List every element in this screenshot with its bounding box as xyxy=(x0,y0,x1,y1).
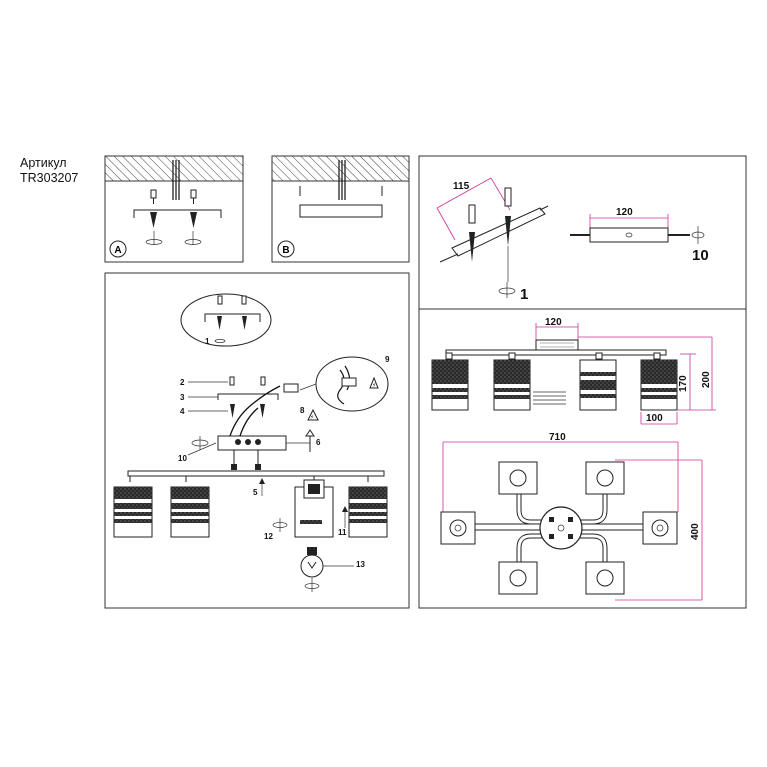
shade-side xyxy=(640,359,678,411)
callout-6: 6 xyxy=(316,438,321,447)
bracket-panel: 115 1 120 10 xyxy=(418,155,747,310)
side-arm xyxy=(445,349,667,356)
badge-a-text: A xyxy=(114,245,121,256)
lamp-shade xyxy=(170,486,210,538)
assembly-panel: 1 2 3 4 5 6 8 9 10 11 12 13 ⚡ ⚡ xyxy=(104,272,410,609)
callout-5: 5 xyxy=(253,488,258,497)
dimensions-panel: 120 xyxy=(418,308,747,609)
wires xyxy=(533,391,566,405)
dimensions-frame xyxy=(418,308,747,609)
bulb-icon xyxy=(300,547,354,592)
screw-icon xyxy=(150,212,197,228)
fixture-arm xyxy=(127,470,385,477)
bracket-frame xyxy=(418,155,747,310)
callout-1: 1 xyxy=(205,337,210,346)
label-10: 10 xyxy=(692,247,709,264)
dim-400: 400 xyxy=(690,523,701,540)
shade-side xyxy=(431,359,469,411)
article-block: Артикул TR303207 xyxy=(20,156,78,186)
top-view xyxy=(440,461,678,595)
lamp-shade-open xyxy=(294,479,334,538)
label-1: 1 xyxy=(520,286,528,303)
lamp-shade xyxy=(348,486,388,538)
shade-side xyxy=(579,359,617,411)
callout-2: 2 xyxy=(180,378,185,387)
badge-a xyxy=(109,240,127,258)
ceiling-hatch xyxy=(271,155,410,182)
dim-base-120: 120 xyxy=(545,317,562,328)
canopy xyxy=(535,339,579,351)
badge-b-text: B xyxy=(282,245,289,256)
bracket-bar xyxy=(451,207,546,257)
dim-710: 710 xyxy=(549,432,566,443)
center-canopy xyxy=(539,506,583,550)
article-label: Артикул xyxy=(20,156,67,170)
callout-10: 10 xyxy=(178,454,187,463)
callout-13: 13 xyxy=(356,560,365,569)
svg-text:⚡: ⚡ xyxy=(310,414,314,421)
panel-a: A xyxy=(104,155,244,263)
callout-3: 3 xyxy=(180,393,185,402)
anchor-icon xyxy=(150,189,197,204)
mounting-bracket xyxy=(217,435,287,451)
ceiling-hatch xyxy=(104,155,244,182)
callout-8: 8 xyxy=(300,406,305,415)
callout-4: 4 xyxy=(180,407,185,416)
dim-115: 115 xyxy=(453,181,470,192)
dim-200: 200 xyxy=(701,371,712,388)
panel-b: B xyxy=(271,155,410,263)
mounting-plate xyxy=(299,204,383,218)
svg-text:⚡: ⚡ xyxy=(372,382,376,389)
detail-zoom xyxy=(180,293,272,347)
dim-120-top: 120 xyxy=(616,207,633,218)
dim-170: 170 xyxy=(678,375,689,392)
shade-side xyxy=(493,359,531,411)
callout-12: 12 xyxy=(264,532,273,541)
callout-9: 9 xyxy=(385,355,390,364)
badge-b xyxy=(277,240,295,258)
ceiling-plate xyxy=(589,227,669,243)
callout-11: 11 xyxy=(338,528,347,537)
dim-100: 100 xyxy=(646,413,663,424)
lamp-shade xyxy=(113,486,153,538)
article-code: TR303207 xyxy=(20,171,79,185)
